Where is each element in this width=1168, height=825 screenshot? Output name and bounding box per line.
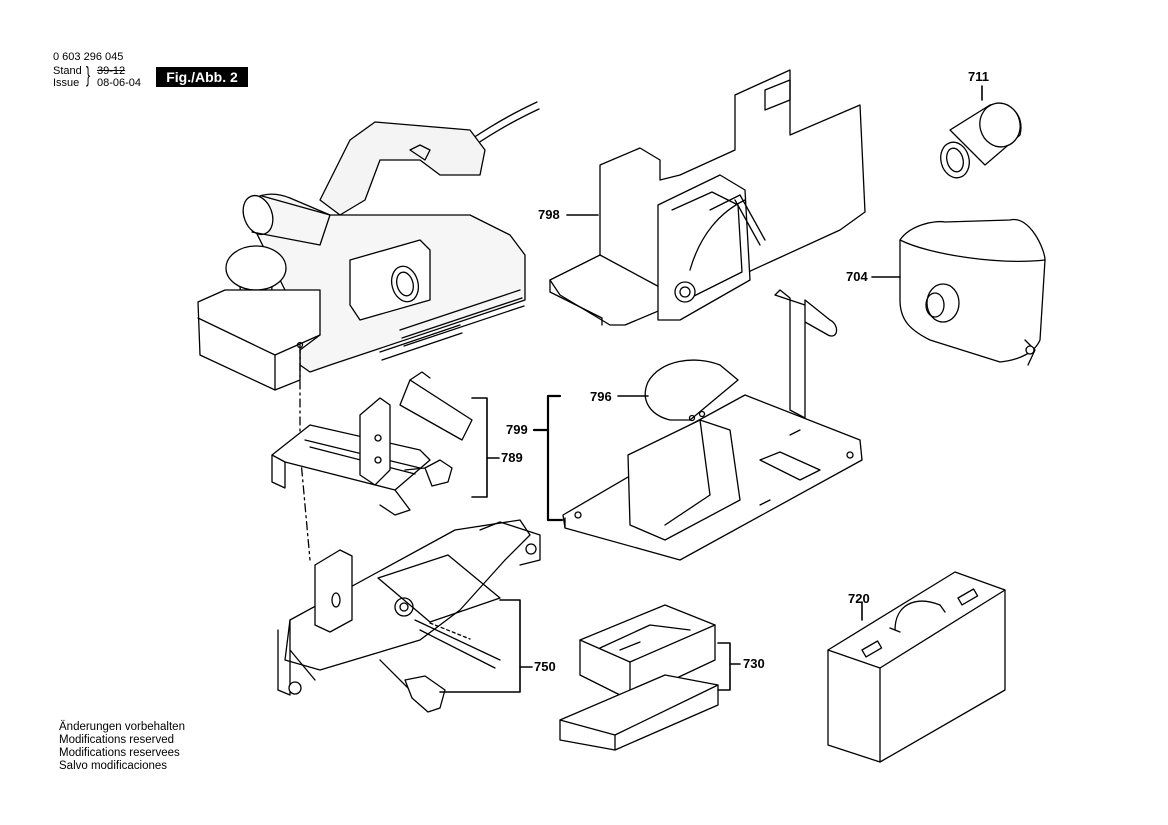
- dust-bag-704-drawing: [900, 220, 1045, 365]
- note-de: Änderungen vorbehalten: [59, 721, 185, 733]
- callout-750: 750: [534, 659, 556, 674]
- issue-value: 08-06-04: [97, 77, 142, 89]
- stand-value: 39-12: [97, 65, 126, 77]
- adapter-711-drawing: [937, 99, 1025, 181]
- note-es: Salvo modificaciones: [59, 760, 168, 772]
- guide-fence-789-drawing: [272, 372, 472, 515]
- brace-glyph: }: [86, 62, 91, 87]
- callout-789: 789: [501, 450, 523, 465]
- callout-798: 798: [538, 207, 560, 222]
- angle-guide-798-drawing: [550, 70, 865, 325]
- callout-720: 720: [848, 591, 870, 606]
- blocks-730-drawing: [560, 605, 718, 750]
- part-number: 0 603 296 045: [53, 51, 124, 63]
- callout-730: 730: [743, 656, 765, 671]
- figure-label: Fig./Abb. 2: [156, 67, 248, 87]
- callout-799: 799: [506, 422, 528, 437]
- leader-lines: [440, 86, 982, 692]
- callout-704: 704: [846, 269, 868, 284]
- stand-799-drawing: [563, 290, 862, 560]
- issue-label: Issue: [53, 77, 80, 89]
- case-720-drawing: [828, 572, 1005, 762]
- stand-label: Stand: [53, 65, 82, 77]
- note-fr: Modifications reservees: [59, 747, 180, 759]
- callout-711: 711: [968, 69, 989, 84]
- parallel-guide-750-drawing: [278, 520, 540, 712]
- callout-796: 796: [590, 389, 612, 404]
- modification-notes: Änderungen vorbehalten Modifications res…: [59, 721, 185, 773]
- note-en: Modifications reserved: [59, 734, 175, 746]
- planer-drawing: [198, 102, 539, 560]
